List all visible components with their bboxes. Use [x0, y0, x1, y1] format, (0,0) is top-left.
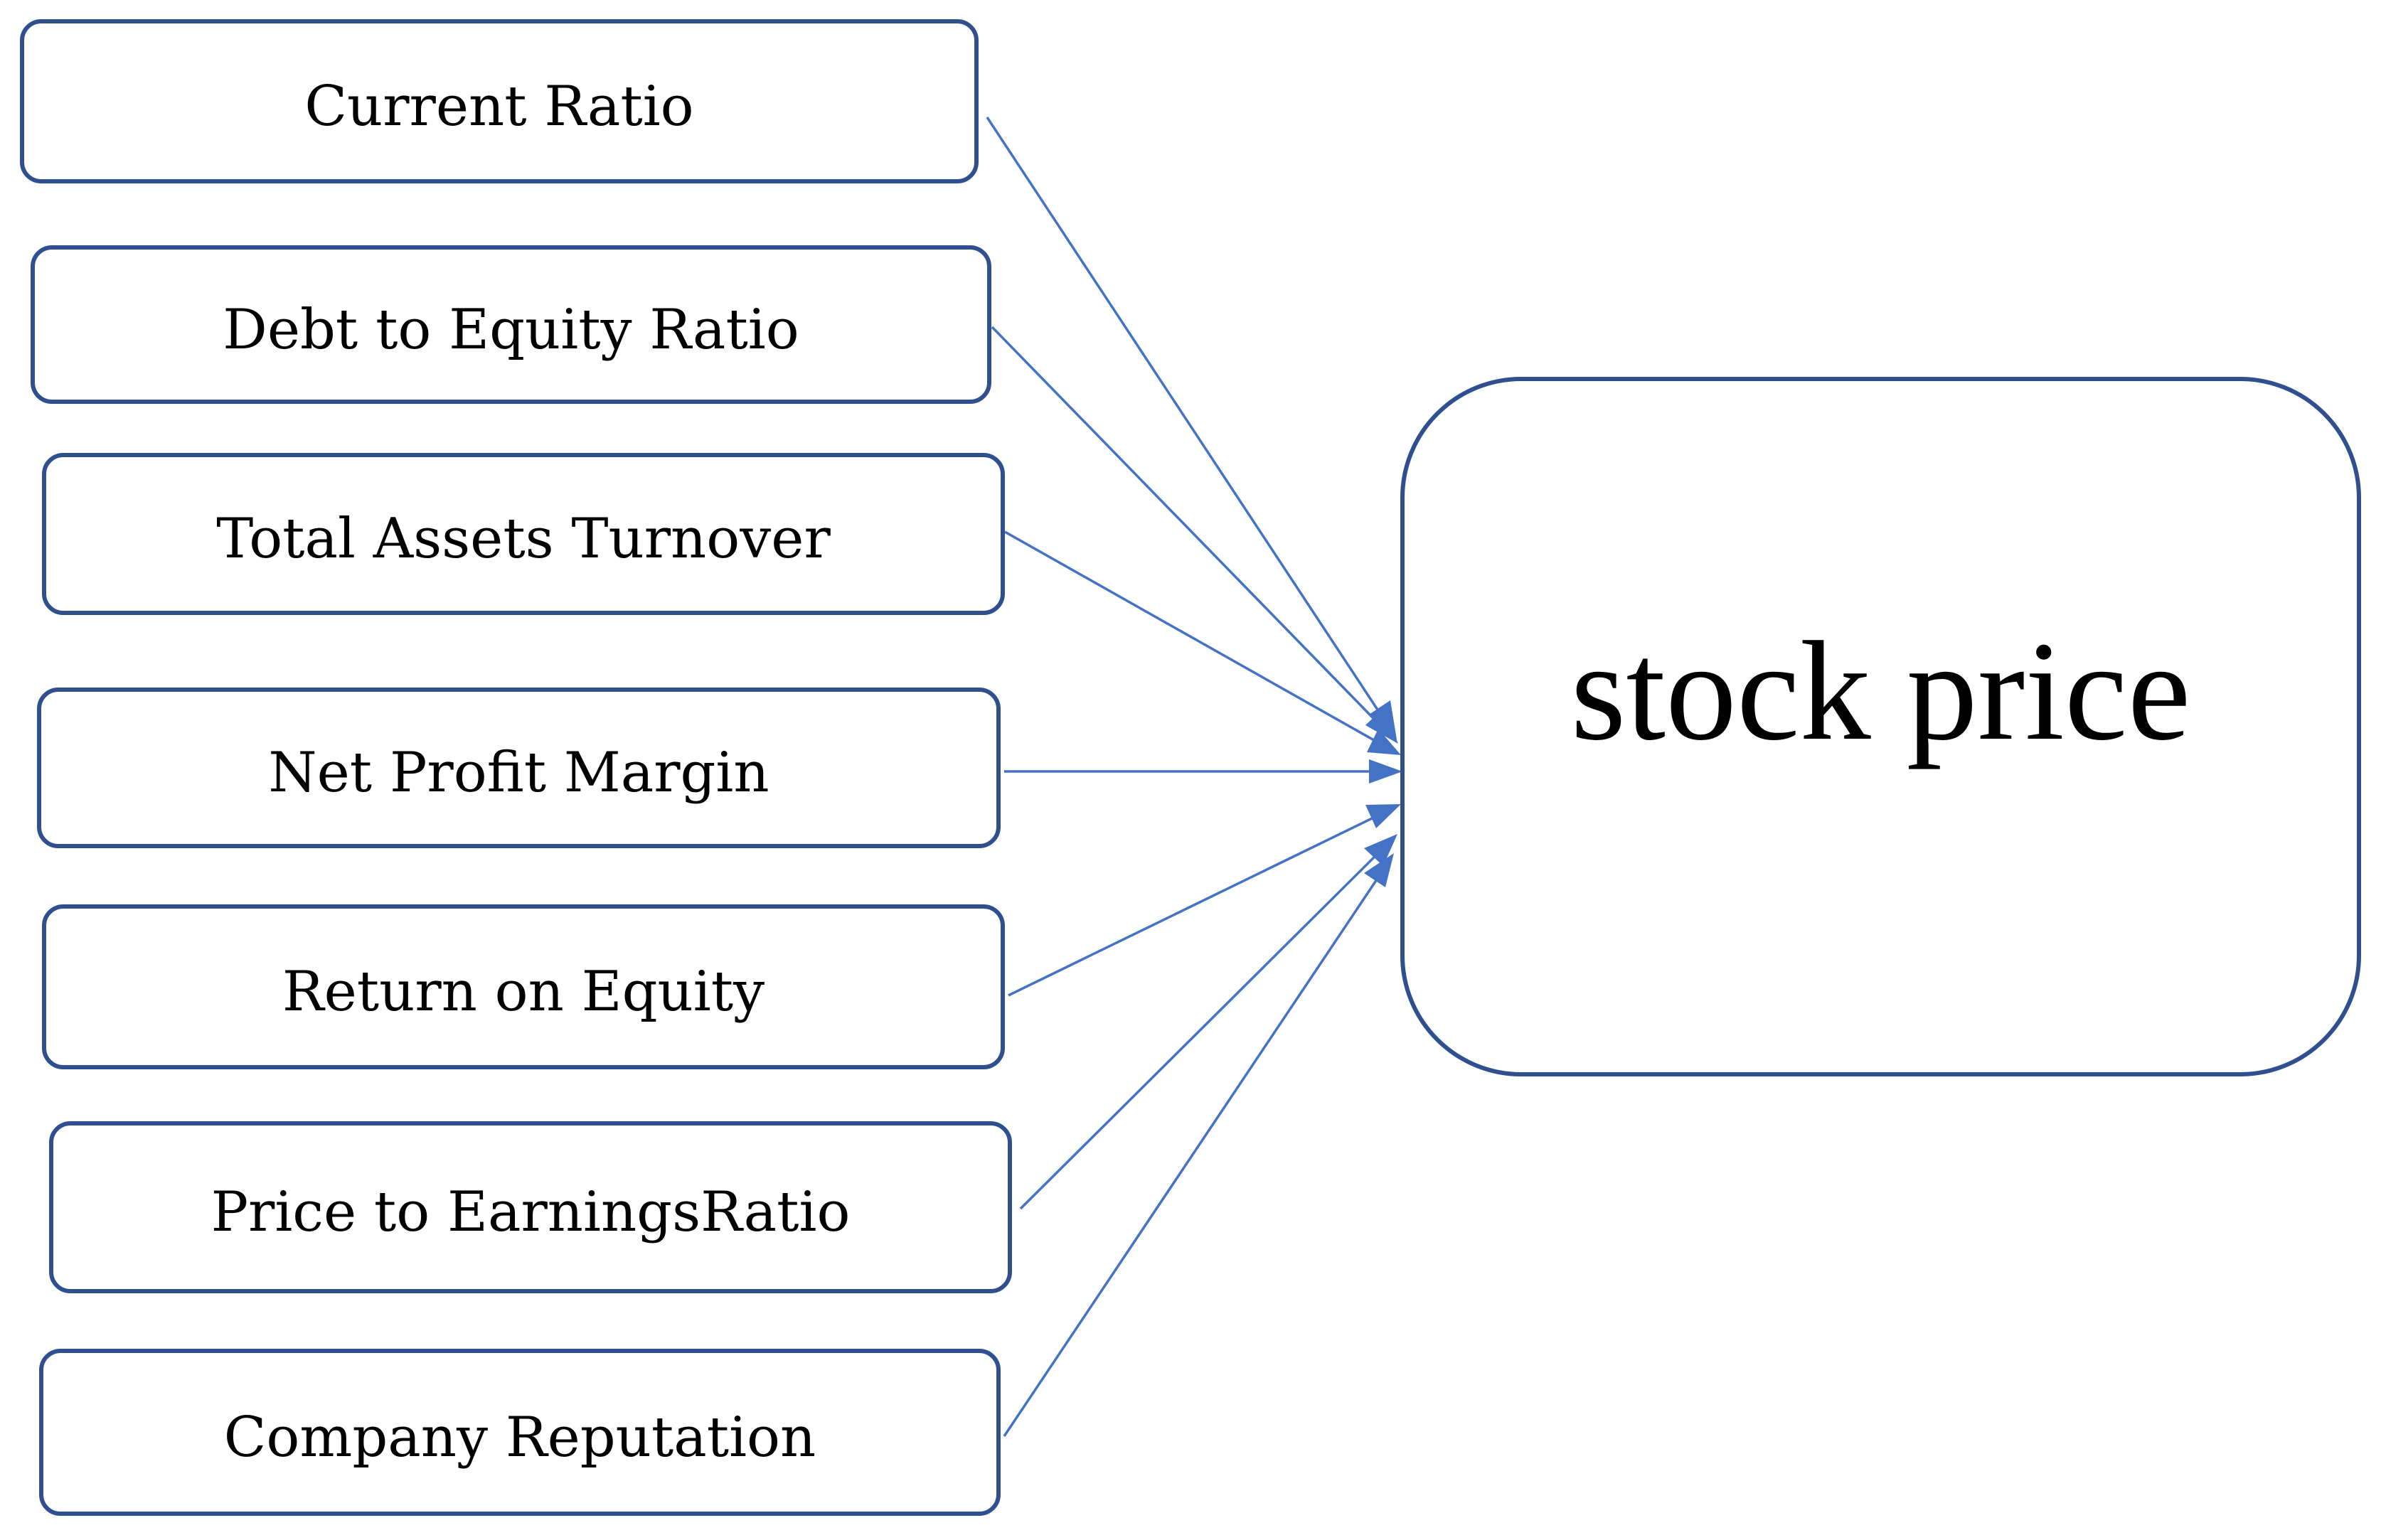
- factor-box-net-profit-margin: Net Profit Margin: [37, 688, 1001, 848]
- factor-label: Current Ratio: [304, 74, 694, 139]
- factor-box-current-ratio: Current Ratio: [20, 19, 979, 183]
- arrow-debt-to-equity-ratio: [991, 326, 1395, 741]
- arrow-current-ratio: [986, 117, 1394, 733]
- factor-label: Debt to Equity Ratio: [223, 297, 799, 362]
- factor-box-price-to-earnings-ratio: Price to EarningsRatio: [49, 1121, 1012, 1293]
- arrowhead-return-on-equity: [1365, 804, 1401, 828]
- factor-box-company-reputation: Company Reputation: [39, 1349, 1001, 1516]
- arrow-price-to-earnings-ratio: [1019, 838, 1394, 1210]
- factor-label: Total Assets Turnover: [216, 507, 831, 571]
- arrowhead-price-to-earnings-ratio: [1364, 834, 1397, 866]
- outcome-box-stock-price: stock price: [1400, 377, 2361, 1076]
- arrow-company-reputation: [1003, 860, 1391, 1437]
- arrow-return-on-equity: [1008, 806, 1396, 997]
- factor-label: Return on Equity: [282, 960, 765, 1024]
- arrow-total-assets-turnover: [1004, 530, 1396, 754]
- arrowhead-debt-to-equity-ratio: [1365, 707, 1398, 744]
- factor-label: Company Reputation: [223, 1405, 816, 1470]
- factor-label: Net Profit Margin: [268, 741, 769, 805]
- factor-box-total-assets-turnover: Total Assets Turnover: [42, 453, 1005, 615]
- arrowhead-total-assets-turnover: [1367, 729, 1401, 755]
- outcome-label: stock price: [1570, 612, 2191, 770]
- factor-box-return-on-equity: Return on Equity: [42, 904, 1005, 1069]
- arrowhead-net-profit-margin: [1369, 759, 1402, 784]
- factor-label: Price to EarningsRatio: [211, 1180, 851, 1244]
- arrowhead-company-reputation: [1364, 853, 1394, 887]
- factor-box-debt-to-equity-ratio: Debt to Equity Ratio: [31, 245, 991, 404]
